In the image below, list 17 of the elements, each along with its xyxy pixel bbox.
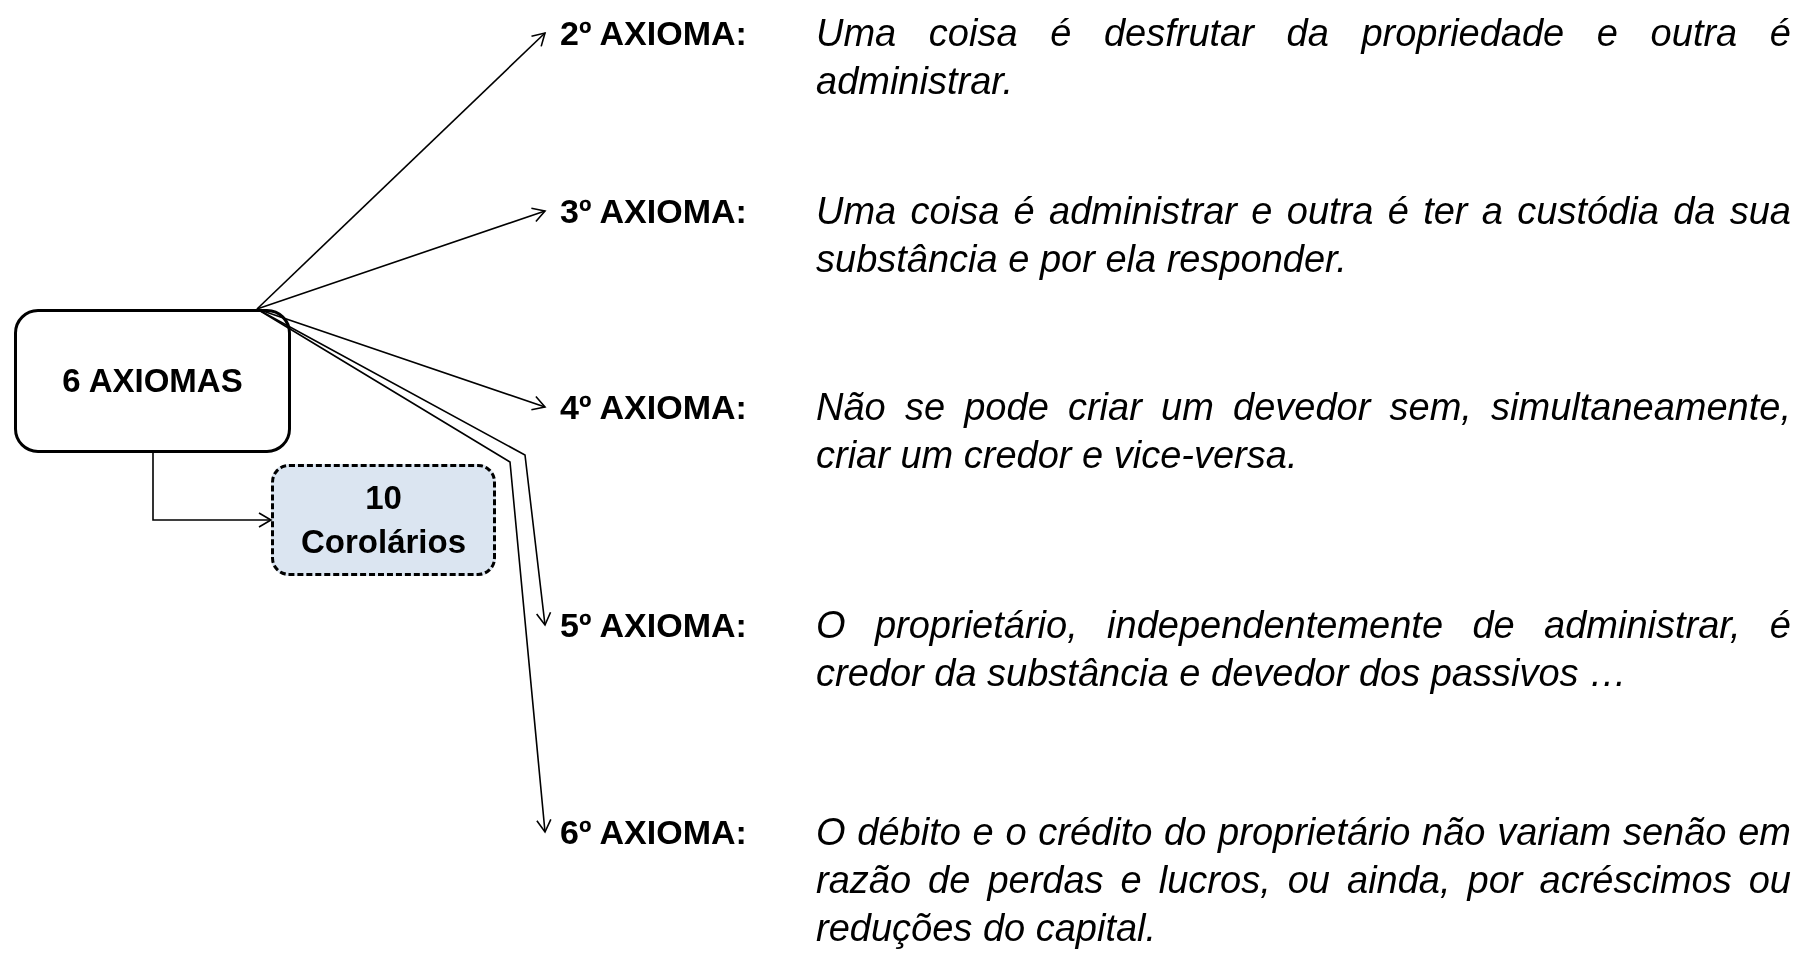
axiom-text: O débito e o crédito do proprietário não variam senão em razão de perdas e lucros, ou ainda, por acréscimos ou reduções do capital. bbox=[816, 810, 1791, 951]
axiom-text: Uma coisa é administrar e outra é ter a custódia da sua substância e por ela responder. bbox=[816, 189, 1791, 282]
arrow bbox=[256, 207, 546, 310]
arrow bbox=[152, 452, 272, 528]
axiom-heading: 3º AXIOMA: bbox=[560, 191, 748, 232]
dashed-box bbox=[271, 464, 496, 576]
axiom-heading: 4º AXIOMA: bbox=[560, 387, 748, 428]
box-title: 6 AXIOMAS bbox=[62, 361, 243, 402]
axiom-heading: 6º AXIOMA: bbox=[560, 812, 748, 853]
axiom-text: Uma coisa é desfrutar da propriedade e outra é administrar. bbox=[816, 11, 1791, 104]
rounded-box bbox=[14, 309, 291, 453]
arrow bbox=[256, 32, 546, 310]
axiom-text: O proprietário, independentemente de administrar, é credor da substância e devedor dos passivos … bbox=[816, 603, 1791, 696]
axiom-text: Não se pode criar um devedor sem, simultaneamente, criar um credor e vice-versa. bbox=[816, 385, 1791, 478]
box-title: 10 Corolários bbox=[299, 478, 467, 562]
axiom-heading: 5º AXIOMA: bbox=[560, 605, 748, 646]
axiom-heading: 2º AXIOMA: bbox=[560, 13, 748, 54]
